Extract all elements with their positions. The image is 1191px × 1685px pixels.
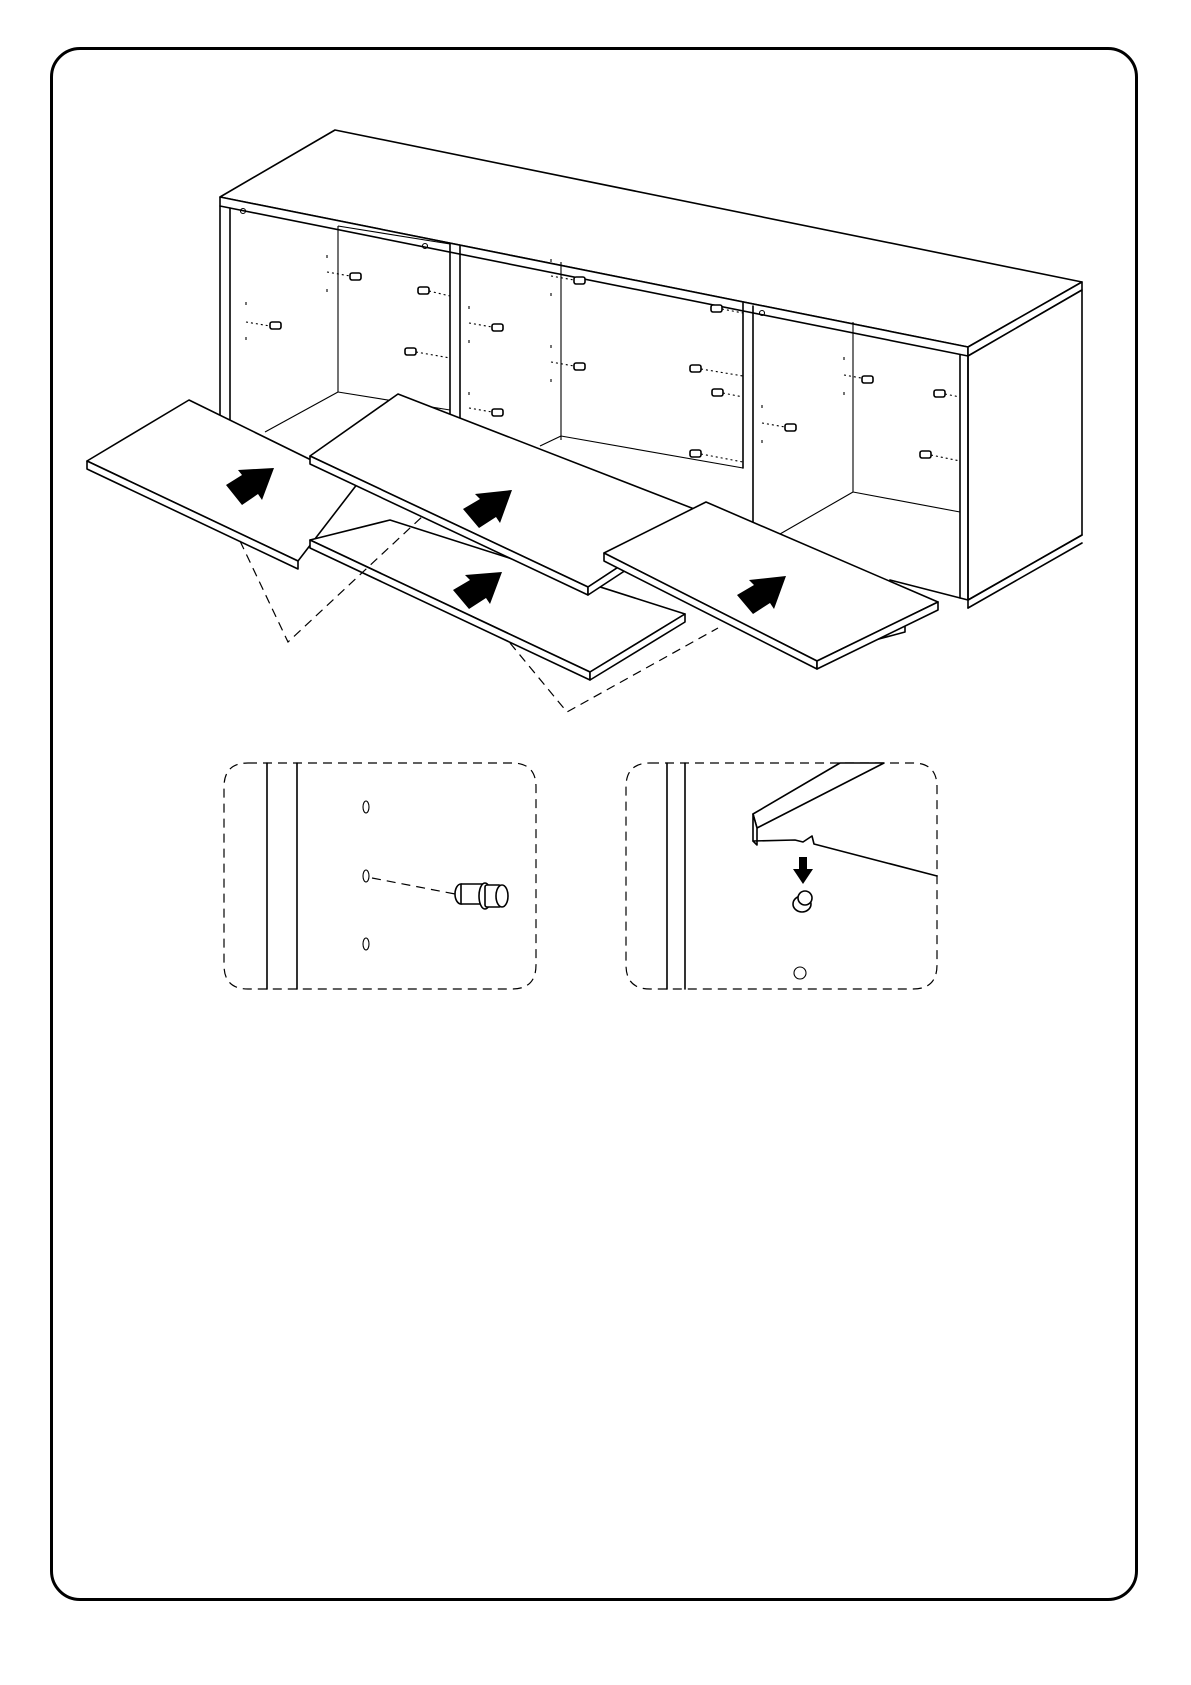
detail-shelf-seating <box>626 763 937 989</box>
shelf-pin-icon <box>920 451 960 461</box>
detail-pin-insertion <box>224 763 536 989</box>
shelf-pin-icon <box>327 272 361 280</box>
shelf-pin-icon <box>469 323 503 331</box>
shelf-pin-icon <box>712 389 743 397</box>
shelf-pin-icon <box>551 276 585 284</box>
shelf-pin-icon <box>455 883 508 909</box>
shelf-pin-icon <box>246 322 281 329</box>
cabinet-top-panel <box>220 130 1082 347</box>
shelf-pin-icon <box>934 390 960 397</box>
shelf-pin-icon <box>762 423 796 431</box>
shelf-pin-icon <box>690 365 743 376</box>
shelf-pin-icon <box>793 891 812 912</box>
shelf-pin-icon <box>551 362 585 370</box>
arrow-down-icon <box>793 857 813 884</box>
shelf-pin-icon <box>469 408 503 416</box>
shelf-pin-icon <box>844 375 873 383</box>
shelf-pin-icon <box>418 287 450 296</box>
shelf-pin-icon <box>405 348 450 358</box>
